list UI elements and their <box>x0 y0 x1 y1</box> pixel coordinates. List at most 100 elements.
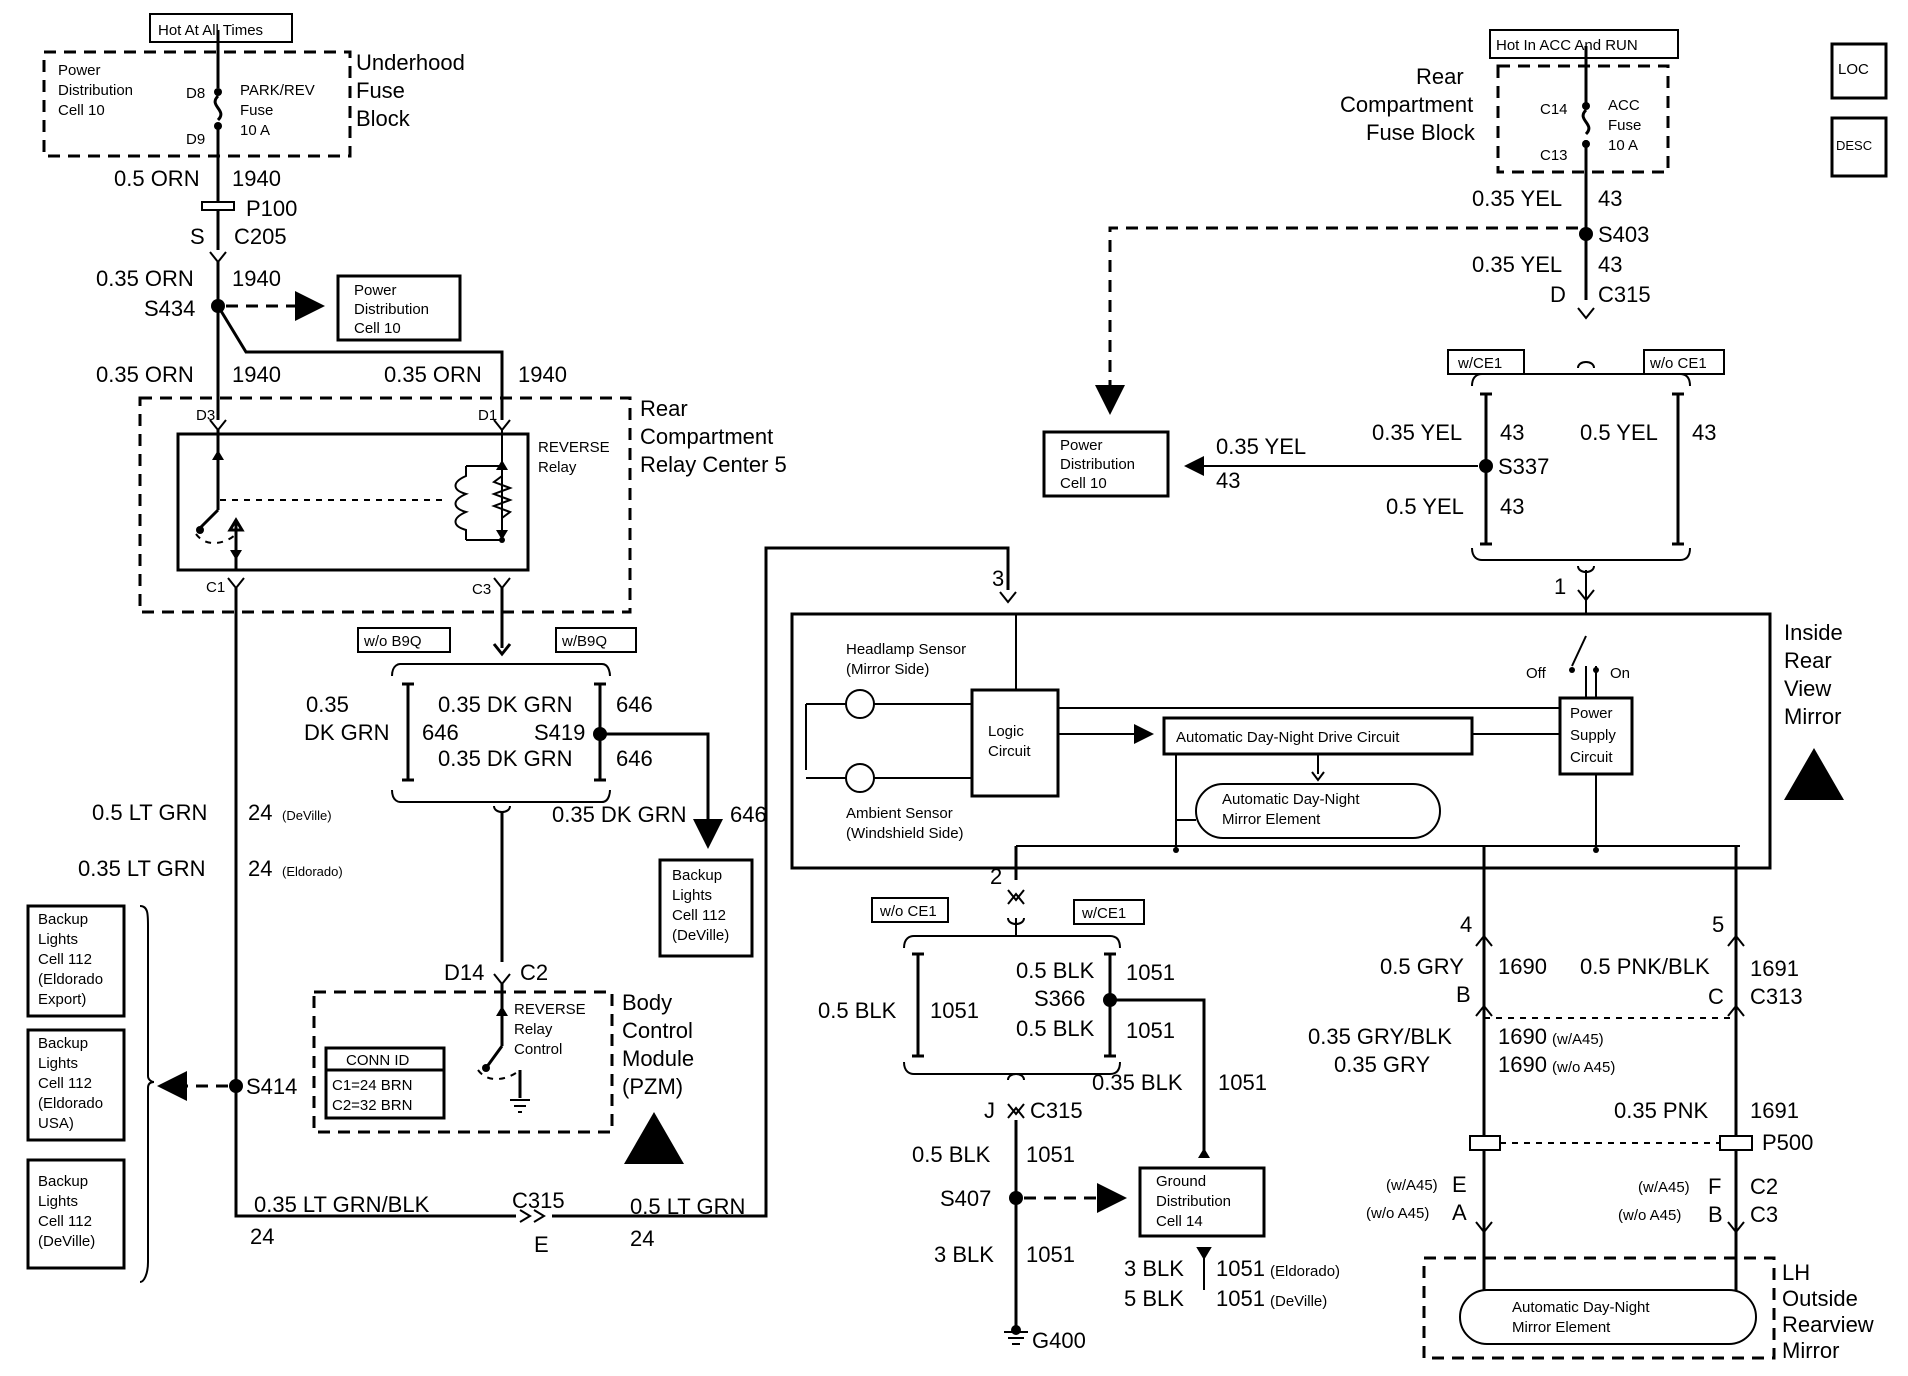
svg-text:Lights: Lights <box>38 1055 78 1072</box>
svg-text:0.35 BLK: 0.35 BLK <box>1092 1070 1183 1095</box>
svg-text:2: 2 <box>990 864 1002 889</box>
svg-text:B: B <box>1456 982 1471 1007</box>
svg-text:J: J <box>984 1098 995 1123</box>
svg-text:1690: 1690 <box>1498 1052 1547 1077</box>
svg-text:0.35: 0.35 <box>306 692 349 717</box>
svg-text:0.35 DK GRN: 0.35 DK GRN <box>438 692 573 717</box>
svg-text:C2: C2 <box>1750 1174 1778 1199</box>
svg-text:646: 646 <box>616 692 653 717</box>
svg-text:Automatic Day-Night: Automatic Day-Night <box>1512 1299 1650 1316</box>
svg-text:Distribution: Distribution <box>354 301 429 318</box>
svg-text:3 BLK: 3 BLK <box>1124 1256 1184 1281</box>
svg-text:5 BLK: 5 BLK <box>1124 1286 1184 1311</box>
svg-text:Headlamp Sensor: Headlamp Sensor <box>846 641 966 658</box>
p500-connector-left <box>1469 1135 1501 1151</box>
svg-text:1691: 1691 <box>1750 1098 1799 1123</box>
svg-text:Rear: Rear <box>1784 648 1832 673</box>
inside-rear-view-mirror: 3 Inside Rear View Mirror Headlamp Senso… <box>790 566 1844 889</box>
svg-text:w/CE1: w/CE1 <box>1457 355 1502 372</box>
yel-circuit: 0.35 YEL 43 S403 0.35 YEL 43 D C315 w/CE… <box>1042 186 1725 636</box>
svg-text:Fuse: Fuse <box>356 78 405 103</box>
svg-text:(Windshield Side): (Windshield Side) <box>846 825 964 842</box>
svg-text:View: View <box>1784 676 1831 701</box>
svg-text:1691: 1691 <box>1750 956 1799 981</box>
svg-text:(w/o A45): (w/o A45) <box>1618 1207 1681 1224</box>
svg-text:43: 43 <box>1500 494 1524 519</box>
svg-text:0.5 ORN: 0.5 ORN <box>114 166 200 191</box>
svg-text:S337: S337 <box>1498 454 1549 479</box>
svg-text:Power: Power <box>354 282 397 299</box>
svg-text:(Eldorado: (Eldorado <box>38 971 103 988</box>
left-feed-circuit: 0.5 ORN 1940 P100 S C205 0.35 ORN 1940 S… <box>96 166 567 420</box>
lt-grn-circuit: 0.5 LT GRN 24 (DeVille) 0.35 LT GRN 24 (… <box>78 546 1010 1283</box>
svg-text:24: 24 <box>248 800 272 825</box>
svg-text:Cell 112: Cell 112 <box>38 951 92 968</box>
svg-text:646: 646 <box>616 746 653 771</box>
svg-text:On: On <box>1610 665 1630 682</box>
svg-text:(DeVille): (DeVille) <box>282 808 332 823</box>
svg-text:Fuse Block: Fuse Block <box>1366 120 1476 145</box>
svg-text:10 A: 10 A <box>1608 137 1638 154</box>
svg-text:Mirror: Mirror <box>1782 1338 1839 1363</box>
svg-text:C: C <box>1708 984 1724 1009</box>
svg-text:Off: Off <box>1526 665 1547 682</box>
svg-text:Lights: Lights <box>38 931 78 948</box>
svg-text:43: 43 <box>1500 420 1524 445</box>
svg-text:Ambient Sensor: Ambient Sensor <box>846 805 953 822</box>
svg-text:Compartment: Compartment <box>1340 92 1473 117</box>
svg-text:USA): USA) <box>38 1115 74 1132</box>
svg-text:43: 43 <box>1692 420 1716 445</box>
svg-text:1940: 1940 <box>232 166 281 191</box>
svg-text:Control: Control <box>622 1018 693 1043</box>
svg-text:S366: S366 <box>1034 986 1085 1011</box>
rear-compartment-relay-center: D3 D1 REVERSE Relay Rear Compartment Rel… <box>138 396 787 614</box>
svg-text:0.35 GRY/BLK: 0.35 GRY/BLK <box>1308 1024 1452 1049</box>
svg-text:Mirror: Mirror <box>1784 704 1841 729</box>
svg-text:0.5 BLK: 0.5 BLK <box>1016 1016 1095 1041</box>
svg-text:1051: 1051 <box>930 998 979 1023</box>
svg-text:F: F <box>1708 1174 1721 1199</box>
svg-text:P100: P100 <box>246 196 297 221</box>
ground-circuit: w/o CE1 w/CE1 0.5 BLK 1051 0.5 BLK 1051 … <box>818 889 1340 1353</box>
s407-splice <box>1009 1191 1023 1205</box>
svg-text:Cell 112: Cell 112 <box>672 907 726 924</box>
ambient-sensor-icon <box>845 763 875 793</box>
svg-text:Outside: Outside <box>1782 1286 1858 1311</box>
hot-at-all-times-label: Hot At All Times <box>158 22 263 39</box>
svg-text:(DeVille): (DeVille) <box>1270 1293 1327 1310</box>
svg-text:DESC: DESC <box>1836 138 1872 153</box>
p500-connector-right <box>1719 1135 1753 1151</box>
svg-text:C2: C2 <box>520 960 548 985</box>
svg-text:0.35 ORN: 0.35 ORN <box>384 362 482 387</box>
svg-text:Control: Control <box>514 1041 562 1058</box>
svg-text:646: 646 <box>730 802 767 827</box>
svg-text:LH: LH <box>1782 1260 1810 1285</box>
svg-text:C2=32 BRN: C2=32 BRN <box>332 1097 412 1114</box>
svg-text:Mirror Element: Mirror Element <box>1512 1319 1611 1336</box>
svg-text:C1: C1 <box>206 579 225 596</box>
svg-text:0.35 LT GRN: 0.35 LT GRN <box>78 856 206 881</box>
svg-text:(w/o A45): (w/o A45) <box>1552 1059 1615 1076</box>
svg-text:0.35 YEL: 0.35 YEL <box>1372 420 1462 445</box>
svg-text:1690: 1690 <box>1498 954 1547 979</box>
svg-text:Rear: Rear <box>640 396 688 421</box>
svg-text:Distribution: Distribution <box>1060 456 1135 473</box>
s337-splice <box>1479 459 1493 473</box>
svg-text:24: 24 <box>630 1226 654 1251</box>
svg-text:Relay: Relay <box>514 1021 553 1038</box>
headlamp-sensor-icon <box>845 689 875 719</box>
svg-text:0.5 GRY: 0.5 GRY <box>1380 954 1464 979</box>
svg-text:(w/A45): (w/A45) <box>1386 1177 1438 1194</box>
svg-text:Power: Power <box>58 62 101 79</box>
svg-text:Circuit: Circuit <box>1570 749 1613 766</box>
svg-text:Backup: Backup <box>38 1173 88 1190</box>
svg-text:D14: D14 <box>444 960 484 985</box>
svg-text:0.5 YEL: 0.5 YEL <box>1580 420 1658 445</box>
svg-text:0.35 DK GRN: 0.35 DK GRN <box>438 746 573 771</box>
svg-text:0.5 LT GRN: 0.5 LT GRN <box>630 1194 745 1219</box>
svg-text:(PZM): (PZM) <box>622 1074 683 1099</box>
svg-text:3 BLK: 3 BLK <box>934 1242 994 1267</box>
svg-text:(Eldorado): (Eldorado) <box>1270 1263 1340 1280</box>
svg-text:w/B9Q: w/B9Q <box>561 633 607 650</box>
fuse-right-wire <box>1581 46 1591 300</box>
